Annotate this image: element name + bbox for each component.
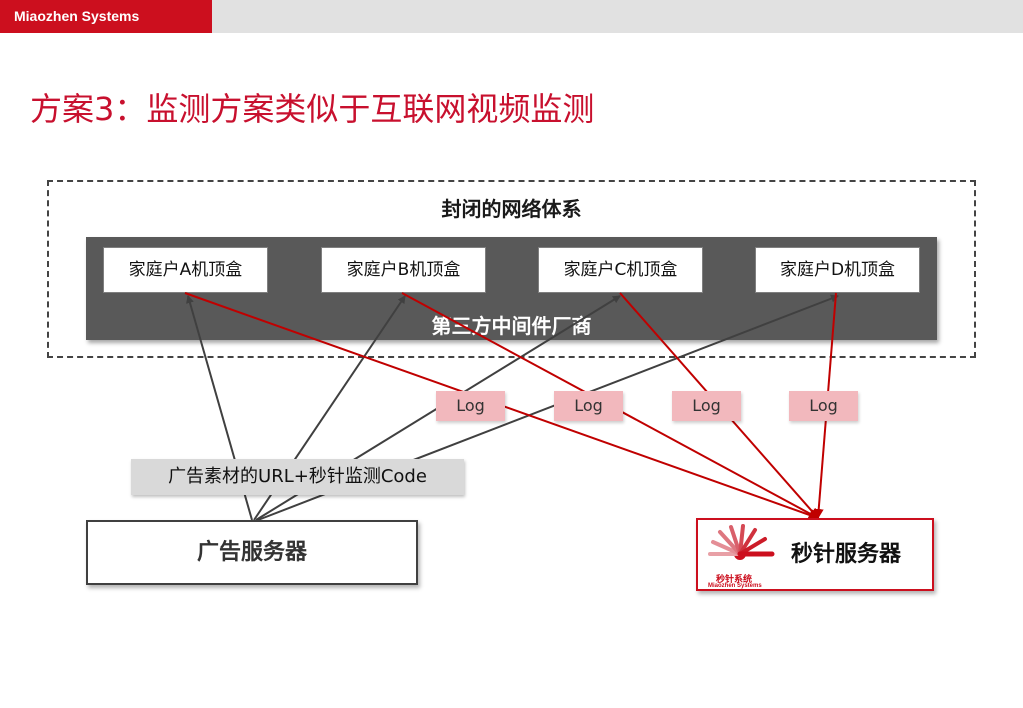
log-tag-a: Log <box>436 391 505 421</box>
miaozhen-logo: 秒针系统 Miaozhen Systems <box>702 524 782 589</box>
ad-url-code-note: 广告素材的URL+秒针监测Code <box>131 459 464 495</box>
miaozhen-logo-icon <box>708 524 775 560</box>
miaozhen-server-label: 秒针服务器 <box>791 542 902 567</box>
middleware-label: 第三方中间件厂商 <box>431 314 592 338</box>
log-tag-d: Log <box>789 391 858 421</box>
log-tag-b: Log <box>554 391 623 421</box>
set-top-box-b: 家庭户B机顶盒 <box>321 247 486 293</box>
closed-network-title: 封闭的网络体系 <box>441 197 582 221</box>
miaozhen-server-box: 秒针系统 Miaozhen Systems 秒针服务器 <box>696 518 934 591</box>
set-top-box-c: 家庭户C机顶盒 <box>538 247 703 293</box>
miaozhen-logo-cn: 秒针系统 <box>716 575 753 585</box>
miaozhen-logo-en: Miaozhen Systems <box>708 583 762 589</box>
page-title: 方案3：监测方案类似于互联网视频监测 <box>30 90 595 128</box>
set-top-box-a: 家庭户A机顶盒 <box>103 247 268 293</box>
set-top-box-d: 家庭户D机顶盒 <box>755 247 920 293</box>
brand-tab: Miaozhen Systems <box>0 0 212 33</box>
ad-server-box: 广告服务器 <box>86 520 418 585</box>
log-tag-c: Log <box>672 391 741 421</box>
